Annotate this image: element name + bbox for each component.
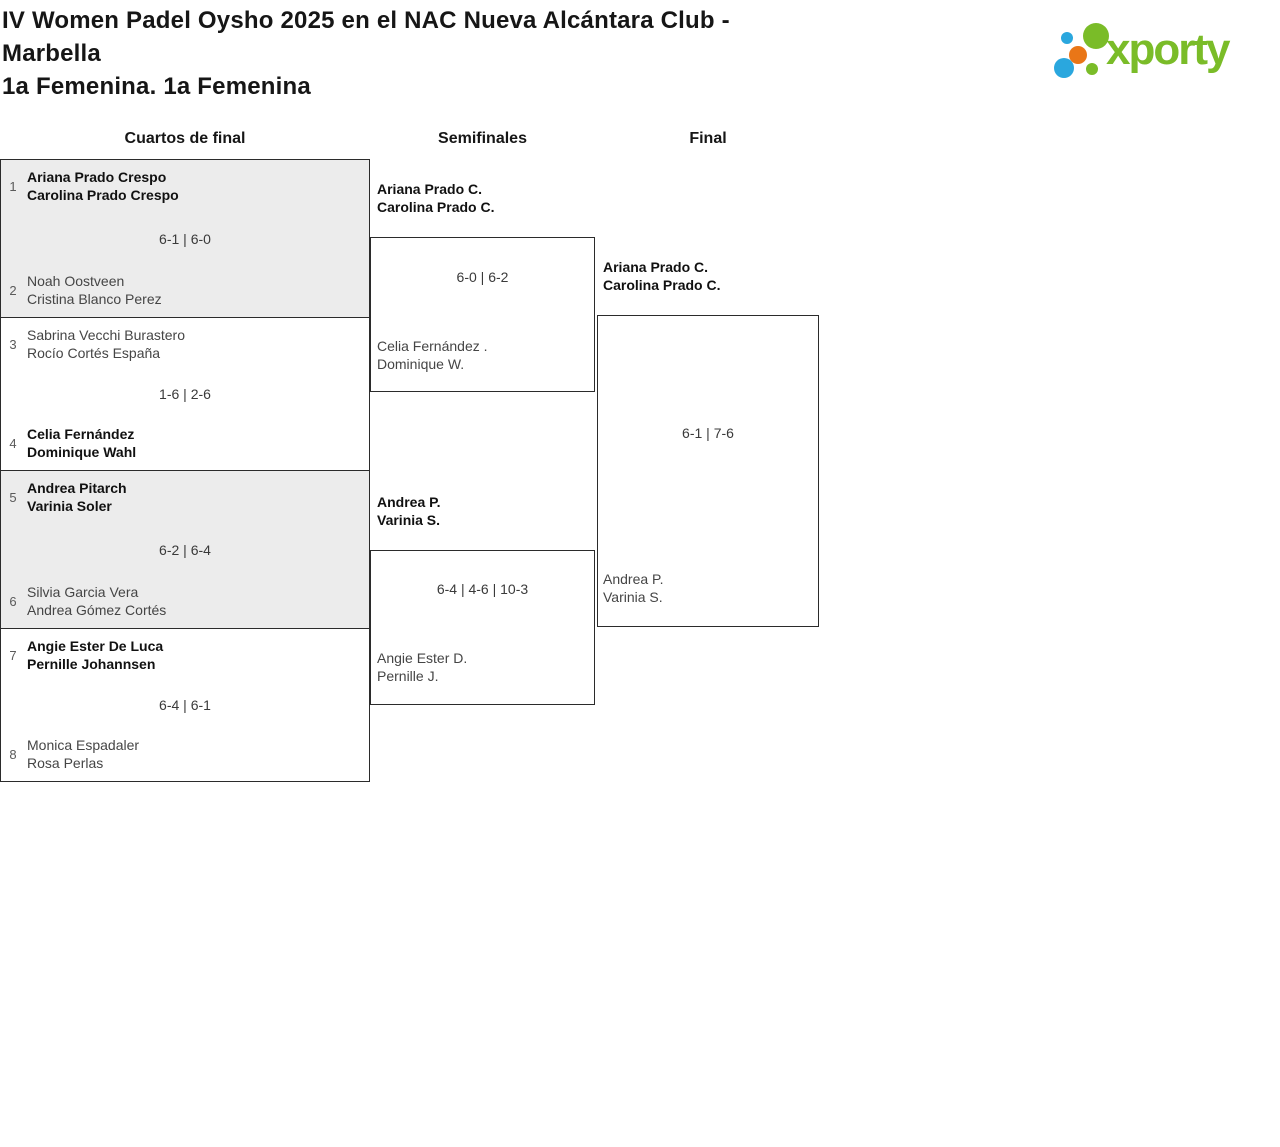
team-names: Celia Fernández Dominique Wahl	[27, 425, 136, 461]
semifinal-2-score: 6-4 | 4-6 | 10-3	[436, 581, 529, 597]
player-name: Varinia Soler	[27, 498, 112, 514]
player-name: Varinia S.	[603, 589, 663, 605]
player-name: Dominique W.	[377, 356, 465, 372]
match-score: 6-4 | 6-1	[159, 697, 211, 713]
player-name: Varinia S.	[377, 512, 441, 528]
logo-dot-blue-medium	[1054, 58, 1074, 78]
semifinal-1-score: 6-0 | 6-2	[456, 269, 509, 285]
player-name: Rocío Cortés España	[27, 345, 161, 361]
logo-dot-green-small	[1086, 63, 1098, 75]
logo-dot-orange	[1069, 46, 1087, 64]
seed-number: 6	[9, 593, 17, 609]
team-names: Andrea P. Varinia S.	[603, 570, 663, 606]
seed-number: 8	[9, 746, 17, 762]
round-header-final: Final	[689, 130, 727, 147]
team-names: Monica Espadaler Rosa Perlas	[27, 736, 139, 772]
final-connector-box[interactable]	[597, 315, 819, 627]
team-entry: 6 Silvia Garcia Vera Andrea Gómez Cortés	[8, 583, 166, 619]
match-score: 6-1 | 6-0	[159, 230, 211, 247]
player-name: Cristina Blanco Perez	[27, 291, 162, 307]
seed-number: 2	[9, 282, 17, 298]
team-entry: 8 Monica Espadaler Rosa Perlas	[8, 736, 139, 772]
logo-dot-blue-small	[1061, 32, 1073, 44]
team-names: Andrea P. Varinia S.	[377, 493, 441, 529]
player-name: Pernille Johannsen	[27, 656, 156, 672]
final-score: 6-1 | 7-6	[682, 425, 734, 441]
team-names: Noah Oostveen Cristina Blanco Perez	[27, 272, 162, 308]
semifinal-1-connector-box[interactable]	[370, 237, 595, 392]
player-name: Ariana Prado C.	[377, 181, 483, 197]
semifinal-2-bottom-team: Angie Ester D. Pernille J.	[377, 649, 467, 685]
logo-dot-green-large	[1083, 23, 1109, 49]
player-name: Andrea P.	[377, 494, 441, 510]
player-name: Carolina Prado C.	[377, 199, 495, 215]
team-names: Ariana Prado Crespo Carolina Prado Cresp…	[27, 168, 179, 204]
player-name: Carolina Prado C.	[603, 277, 721, 293]
team-entry: 2 Noah Oostveen Cristina Blanco Perez	[8, 272, 162, 308]
page-title: IV Women Padel Oysho 2025 en el NAC Nuev…	[2, 7, 730, 67]
team-entry: 7 Angie Ester De Luca Pernille Johannsen	[8, 637, 163, 673]
player-name: Pernille J.	[377, 668, 439, 684]
final-bottom-team: Andrea P. Varinia S.	[603, 570, 663, 606]
round-header-quarterfinals: Cuartos de final	[124, 130, 246, 147]
match-quarterfinal-3[interactable]: 5 Andrea Pitarch Varinia Soler 6-2 | 6-4…	[1, 470, 369, 628]
player-name: Sabrina Vecchi Burastero	[27, 327, 185, 343]
semifinal-2-connector-box[interactable]	[370, 550, 595, 705]
match-quarterfinal-4[interactable]: 7 Angie Ester De Luca Pernille Johannsen…	[1, 628, 369, 781]
semifinal-1-bottom-team: Celia Fernández . Dominique W.	[377, 337, 488, 373]
final-top-team: Ariana Prado C. Carolina Prado C.	[603, 258, 720, 294]
team-names: Sabrina Vecchi Burastero Rocío Cortés Es…	[27, 326, 185, 362]
match-score: 1-6 | 2-6	[159, 386, 211, 402]
team-entry: 5 Andrea Pitarch Varinia Soler	[8, 479, 127, 515]
player-name: Celia Fernández	[27, 426, 135, 442]
match-quarterfinal-2[interactable]: 3 Sabrina Vecchi Burastero Rocío Cortés …	[1, 317, 369, 470]
team-entry: 4 Celia Fernández Dominique Wahl	[8, 425, 136, 461]
team-entry: 3 Sabrina Vecchi Burastero Rocío Cortés …	[8, 326, 185, 362]
player-name: Andrea Gómez Cortés	[27, 602, 167, 618]
logo-wordmark: xporty	[1106, 25, 1230, 74]
team-entry: 1 Ariana Prado Crespo Carolina Prado Cre…	[8, 168, 179, 204]
player-name: Andrea P.	[603, 571, 664, 587]
player-name: Angie Ester D.	[377, 650, 468, 666]
player-name: Carolina Prado Crespo	[27, 187, 179, 203]
quarterfinals-column: 1 Ariana Prado Crespo Carolina Prado Cre…	[0, 159, 370, 782]
player-name: Dominique Wahl	[27, 444, 137, 460]
player-name: Monica Espadaler	[27, 737, 140, 753]
xporty-logo[interactable]: xporty	[1050, 15, 1275, 95]
player-name: Andrea Pitarch	[27, 480, 127, 496]
seed-number: 3	[9, 336, 17, 352]
team-names: Ariana Prado C. Carolina Prado C.	[603, 258, 720, 294]
page-subtitle: 1a Femenina. 1a Femenina	[2, 73, 311, 100]
player-name: Celia Fernández .	[377, 338, 488, 354]
team-names: Ariana Prado C. Carolina Prado C.	[377, 180, 494, 216]
match-score: 6-2 | 6-4	[159, 541, 211, 558]
player-name: Silvia Garcia Vera	[27, 584, 139, 600]
team-names: Angie Ester De Luca Pernille Johannsen	[27, 637, 163, 673]
player-name: Ariana Prado C.	[603, 259, 709, 275]
team-names: Andrea Pitarch Varinia Soler	[27, 479, 127, 515]
semifinal-2-top-team: Andrea P. Varinia S.	[377, 493, 441, 529]
player-name: Rosa Perlas	[27, 755, 104, 771]
match-quarterfinal-1[interactable]: 1 Ariana Prado Crespo Carolina Prado Cre…	[1, 160, 369, 317]
seed-number: 7	[9, 647, 17, 663]
round-header-semifinals: Semifinales	[438, 130, 527, 147]
seed-number: 1	[9, 178, 17, 194]
player-name: Noah Oostveen	[27, 273, 125, 289]
team-names: Celia Fernández . Dominique W.	[377, 337, 488, 373]
player-name: Angie Ester De Luca	[27, 638, 164, 654]
team-names: Angie Ester D. Pernille J.	[377, 649, 467, 685]
header: IV Women Padel Oysho 2025 en el NAC Nuev…	[2, 4, 832, 103]
team-names: Silvia Garcia Vera Andrea Gómez Cortés	[27, 583, 166, 619]
seed-number: 5	[9, 489, 17, 505]
semifinal-1-top-team: Ariana Prado C. Carolina Prado C.	[377, 180, 494, 216]
seed-number: 4	[9, 435, 17, 451]
player-name: Ariana Prado Crespo	[27, 169, 167, 185]
